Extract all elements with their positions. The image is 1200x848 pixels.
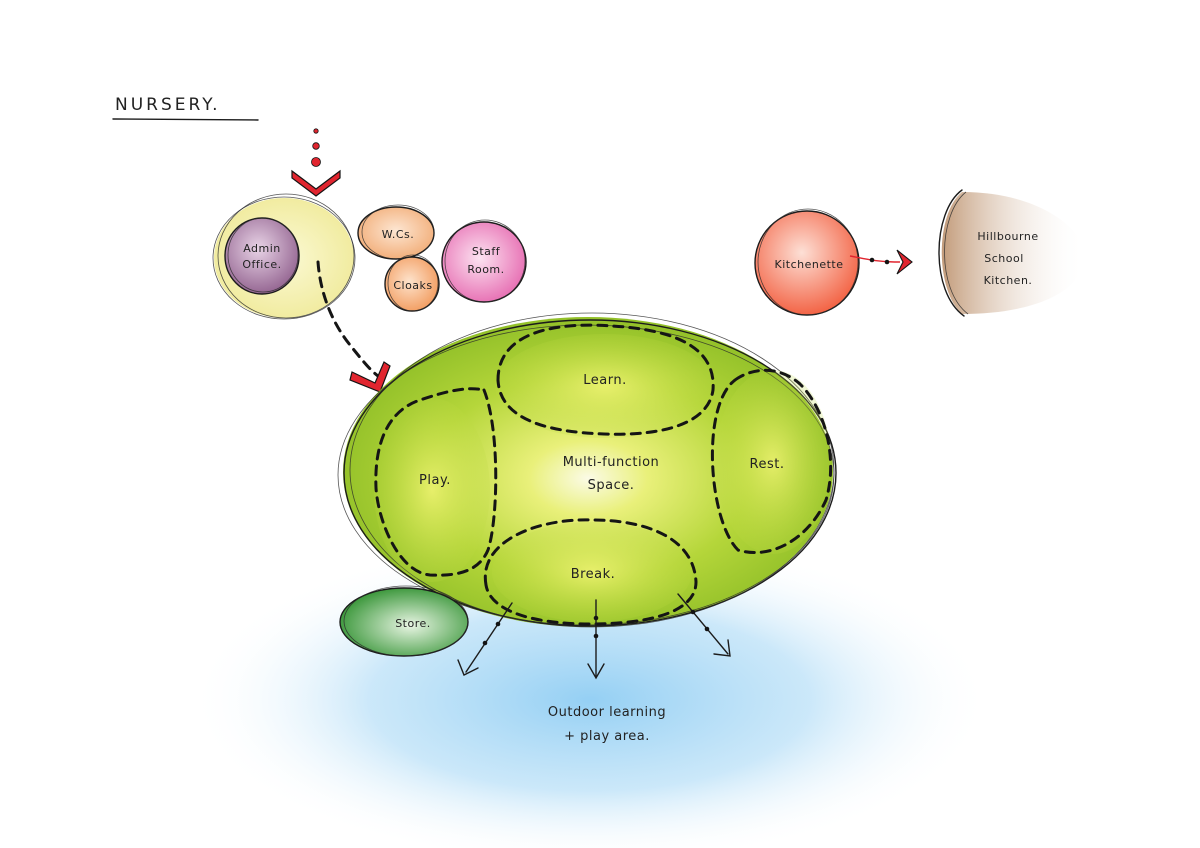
store-bubble: Store. — [339, 585, 469, 657]
title-underline — [112, 118, 259, 121]
admin-office-bubble: Admin Office. — [224, 217, 300, 295]
wcs-bubble: W.Cs. — [357, 204, 435, 260]
staff-room-label-2: Room. — [467, 263, 504, 276]
outdoor-arrow-left — [457, 602, 513, 676]
rest-label: Rest. — [750, 457, 785, 472]
outdoor-label-1: Outdoor learning — [548, 705, 666, 720]
cloaks-bubble: Cloaks — [384, 254, 440, 312]
play-zone: Play. — [374, 387, 498, 582]
admin-office-label-1: Admin — [243, 242, 281, 255]
learn-label: Learn. — [583, 373, 626, 388]
admin-office-label-2: Office. — [242, 258, 281, 271]
school-kitchen-label-2: School — [984, 252, 1024, 265]
rest-zone: Rest. — [710, 368, 833, 555]
school-kitchen-bubble: Hillbourne School Kitchen. — [938, 189, 1085, 317]
break-label: Break. — [571, 567, 616, 582]
break-zone: Break. — [483, 518, 698, 626]
staff-room-bubble: Staff Room. — [441, 219, 527, 303]
outdoor-arrow-center — [587, 599, 605, 680]
staff-room-label-1: Staff — [472, 245, 501, 258]
multi-function-label-2: Space. — [588, 478, 635, 493]
outdoor-label-2: + play area. — [564, 729, 650, 744]
diagram-title: NURSERY. — [115, 95, 221, 115]
learn-zone: Learn. — [495, 323, 715, 438]
play-label: Play. — [419, 473, 451, 488]
route-admin-to-main — [316, 260, 391, 393]
wcs-label: W.Cs. — [382, 228, 415, 241]
multi-function-label-1: Multi-function — [563, 455, 660, 470]
store-label: Store. — [395, 617, 431, 630]
kitchenette-label: Kitchenette — [774, 258, 843, 271]
school-kitchen-label-1: Hillbourne — [977, 230, 1038, 243]
entrance-arrow — [291, 128, 341, 197]
kitchenette-bubble: Kitchenette — [754, 208, 860, 316]
cloaks-label: Cloaks — [393, 279, 432, 292]
kitchen-link-arrow — [849, 249, 913, 275]
outdoor-arrow-right — [677, 593, 731, 657]
school-kitchen-label-3: Kitchen. — [984, 274, 1033, 287]
